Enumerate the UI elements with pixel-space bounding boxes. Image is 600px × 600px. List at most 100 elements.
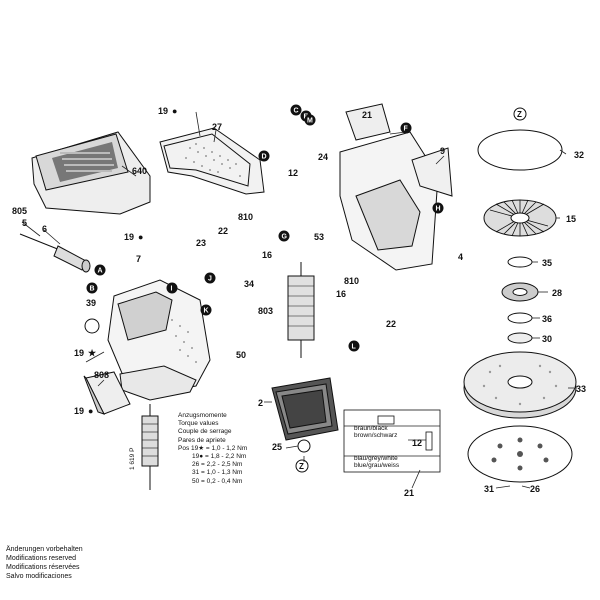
part-label: 31 <box>484 484 494 494</box>
leader-lines <box>21 111 574 489</box>
part-label: 810 <box>238 212 253 222</box>
letter-markers: A B C D E F G H I J K L M <box>86 104 444 352</box>
part-label: 4 <box>458 252 463 262</box>
part-label: 35 <box>542 258 552 268</box>
note-line: Modifications réservées <box>6 564 80 571</box>
part-label: 16 <box>336 289 346 299</box>
sanding-disc-part <box>467 425 573 483</box>
torque-pos: 19● <box>192 453 204 461</box>
part-label: 5 <box>22 218 27 228</box>
bearing-stack-part <box>501 256 539 344</box>
torque-row: 26 = 2,2 - 2,5 Nm <box>178 461 288 469</box>
part-label: 16 <box>262 250 272 260</box>
wire-label: braun/black <box>354 425 388 432</box>
part-label: 9 <box>440 146 445 156</box>
part-label: 808 <box>94 370 109 380</box>
marker-letter: G <box>282 234 288 241</box>
wire-label: blau/grey/white <box>354 455 398 462</box>
wire-label: blue/grau/weiss <box>354 462 400 469</box>
torque-title-fr: Couple de serrage <box>178 428 232 436</box>
part-label: 640 <box>132 166 147 176</box>
torque-value: = 0,2 - 0,4 Nm <box>201 477 243 485</box>
torque-pos: 26 <box>192 461 200 469</box>
armature-part <box>141 404 159 490</box>
torque-table: Anzugsmomente Torque values Couple de se… <box>178 412 288 486</box>
part-label: 805 <box>12 206 27 216</box>
sheet-9-part <box>411 147 453 197</box>
part-label: 21 <box>362 110 372 120</box>
part-label: 25 <box>272 442 282 452</box>
part-label: 53 <box>314 232 324 242</box>
part-label: 36 <box>542 314 552 324</box>
part-label: 19 <box>158 106 168 116</box>
part-label: 21 <box>404 488 414 498</box>
wiring-diagram <box>343 409 441 473</box>
part-label: 2 <box>258 398 263 408</box>
marker-letter: L <box>352 344 357 351</box>
part-label: 19 <box>74 348 84 358</box>
armature-code: 1 619 P <box>129 448 136 470</box>
part-label: 34 <box>244 279 254 289</box>
part-label: 26 <box>530 484 540 494</box>
motor-housing-part <box>84 279 211 401</box>
torque-dot-marker: ● <box>88 406 93 416</box>
sanding-pad-part <box>463 351 577 419</box>
field-coil-part <box>271 377 339 441</box>
part-label: 22 <box>218 226 228 236</box>
marker-letter: H <box>436 206 441 213</box>
marker-letter: B <box>90 286 95 293</box>
dust-adapter-part <box>83 371 131 415</box>
center-armature-part <box>287 262 315 358</box>
marker-letter: I <box>171 286 173 293</box>
part-label: 19 <box>124 232 134 242</box>
upper-cover-part <box>159 127 265 195</box>
torque-value: = 1,8 - 2,2 Nm <box>204 453 247 461</box>
torque-row: 50 = 0,2 - 0,4 Nm <box>178 478 288 486</box>
torque-pos: 19★ <box>191 444 205 452</box>
part-label: 12 <box>412 438 422 448</box>
torque-title-en: Torque values <box>178 420 219 428</box>
part-label: 6 <box>42 224 47 234</box>
part-label: 12 <box>288 168 298 178</box>
marker-letter: A <box>98 268 103 275</box>
part-label: 32 <box>574 150 584 160</box>
torque-pos: 31 <box>192 469 200 477</box>
torque-value: = 2,2 - 2,5 Nm <box>201 461 243 469</box>
marker-letter: M <box>307 118 313 125</box>
marker-letter: C <box>294 108 299 115</box>
torque-row: 31 = 1,0 - 1,3 Nm <box>178 469 288 477</box>
part-label: 810 <box>344 276 359 286</box>
power-cable-part <box>19 233 91 273</box>
torque-title-es: Pares de apriete <box>178 436 226 444</box>
torque-row: Pos 19★ = 1,0 - 1,2 Nm <box>178 445 288 453</box>
part-label: 27 <box>212 122 222 132</box>
part-label: 50 <box>236 350 246 360</box>
part-label: 39 <box>86 298 96 308</box>
modification-notes: Änderungen vorbehalten Modifications res… <box>6 545 136 581</box>
part-label: 23 <box>196 238 206 248</box>
torque-value: = 1,0 - 1,3 Nm <box>201 469 243 477</box>
z-reference-marker: Z <box>299 462 304 471</box>
part-label: 19 <box>74 406 84 416</box>
marker-letter: K <box>204 308 209 315</box>
z-reference-marker: Z <box>517 110 522 119</box>
part-label: 15 <box>566 214 576 224</box>
part-label: 33 <box>576 384 586 394</box>
torque-star-marker: ★ <box>88 348 97 358</box>
part-label: 28 <box>552 288 562 298</box>
ring-32-part <box>477 129 563 171</box>
part-label: 24 <box>318 152 328 162</box>
note-line: Modifications reserved <box>6 555 77 562</box>
torque-dot-marker: ● <box>172 106 177 116</box>
part-label: 7 <box>136 254 141 264</box>
torque-header-pos: Pos <box>178 444 190 452</box>
note-line: Salvo modificaciones <box>6 573 72 580</box>
marker-letter: J <box>208 276 212 283</box>
note-line: Änderungen vorbehalten <box>6 546 83 553</box>
torque-row: 19● = 1,8 - 2,2 Nm <box>178 453 288 461</box>
wire-label: brown/schwarz <box>354 432 397 439</box>
torque-dot-marker: ● <box>138 232 143 242</box>
torque-title-de: Anzugsmomente <box>178 412 227 419</box>
